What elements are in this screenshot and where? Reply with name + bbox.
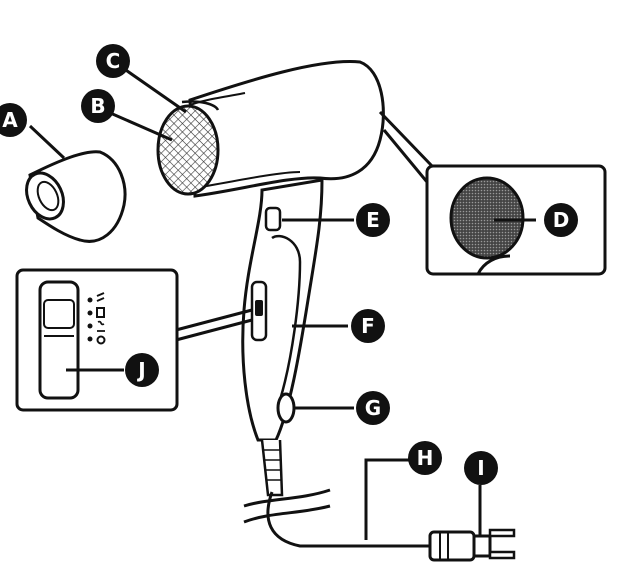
concentrator-nozzle — [25, 150, 127, 243]
callout-d: D — [544, 203, 578, 237]
callout-b-label: B — [90, 94, 105, 118]
callout-i: I — [464, 451, 498, 485]
dryer-body — [187, 60, 385, 497]
air-outlet-grille — [156, 104, 220, 196]
callout-i-label: I — [477, 456, 484, 480]
outlet-rim — [181, 100, 220, 111]
callout-g-label: G — [365, 396, 381, 420]
switch-panel-inset — [15, 268, 253, 412]
callout-f: F — [351, 309, 385, 343]
callout-a: A — [0, 103, 27, 137]
callout-h: H — [408, 441, 442, 475]
callout-j-label: J — [136, 358, 145, 382]
callout-a-label: A — [2, 108, 18, 132]
callout-b: B — [81, 89, 115, 123]
callout-e: E — [356, 203, 390, 237]
intake-filter-inset — [378, 110, 607, 276]
leader-lines — [28, 64, 536, 540]
power-plug — [428, 528, 516, 562]
callout-c-label: C — [106, 49, 121, 73]
callout-g: G — [356, 391, 390, 425]
callout-d-label: D — [553, 208, 570, 232]
callout-h-label: H — [417, 446, 434, 470]
callout-f-label: F — [361, 314, 375, 338]
callout-e-label: E — [366, 208, 380, 232]
callout-c: C — [96, 44, 130, 78]
callout-j: J — [125, 353, 159, 387]
power-cord — [243, 488, 440, 548]
